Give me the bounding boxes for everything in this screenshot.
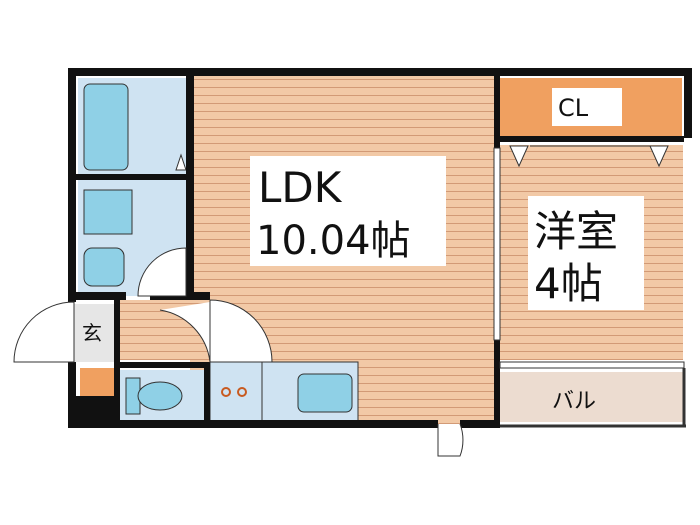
sink-icon	[297, 373, 353, 413]
sliding-door	[493, 147, 501, 341]
stove-burner-icon	[237, 387, 247, 397]
toilet-bowl-icon	[137, 381, 183, 411]
genkan-floor	[74, 304, 120, 362]
bathtub-icon	[83, 83, 129, 171]
washbasin-icon	[83, 189, 133, 235]
door-swing-icon	[137, 247, 187, 297]
balcony-label: バル	[552, 389, 596, 414]
western-room-name: 洋室	[534, 207, 618, 256]
door-swing-icon	[209, 299, 273, 363]
stove-burner-icon	[221, 387, 231, 397]
entrance-tile	[80, 368, 114, 396]
closet-door-marker-icon	[509, 145, 529, 168]
closet-label-box	[552, 88, 622, 126]
balcony-floor	[500, 372, 684, 422]
ldk-room-size: 10.04帖	[256, 218, 411, 264]
closet-door-marker-icon	[649, 145, 669, 168]
ldk-label-box	[250, 156, 446, 266]
western-label-box	[528, 196, 644, 310]
entrance-label: 玄	[82, 321, 102, 345]
ldk-room-name: LDK	[258, 163, 343, 212]
door-swing-icon	[159, 302, 211, 363]
western-room-size: 4帖	[534, 259, 603, 308]
entrance-door-icon	[13, 301, 75, 363]
closet-label: CL	[558, 94, 589, 122]
balcony-rail	[499, 361, 685, 369]
balcony-door-icon	[437, 423, 464, 457]
door-marker-icon	[175, 153, 187, 171]
washing-machine-icon	[83, 247, 125, 287]
